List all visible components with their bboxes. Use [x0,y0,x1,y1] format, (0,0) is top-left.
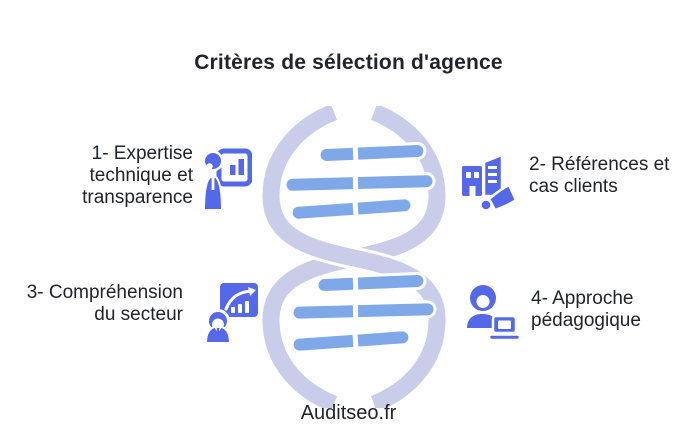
criteria-item-3: 3- Compréhension du secteur [0,282,183,326]
criteria-label-line: pédagogique [531,310,641,331]
criteria-label-line: cas clients [529,176,618,197]
criteria-label-line: 4- Approche [531,288,634,309]
criteria-label-line: 1- Expertise [91,143,193,164]
criteria-label-line: 3- Compréhension [26,282,183,303]
dna-helix-icon [259,106,449,408]
growth-chart-person-icon [205,283,258,343]
criteria-item-1: 1- Expertise technique et transparence [3,143,193,209]
buildings-megaphone-icon [461,152,518,213]
site-name: Auditseo.fr [300,402,397,424]
criteria-label-line: du secteur [94,304,183,325]
criteria-item-2: 2- Références et cas clients [529,154,689,198]
criteria-item-4: 4- Approche pédagogique [531,288,691,332]
trainer-laptop-icon [466,285,520,345]
criteria-label-line: 2- Références et [529,154,670,175]
presenter-chart-icon [202,146,252,210]
criteria-label-line: technique et [89,165,193,186]
dna-helix-graphic [259,106,449,408]
criteria-label-line: transparence [82,187,193,208]
page-title: Critères de sélection d'agence [194,51,503,74]
